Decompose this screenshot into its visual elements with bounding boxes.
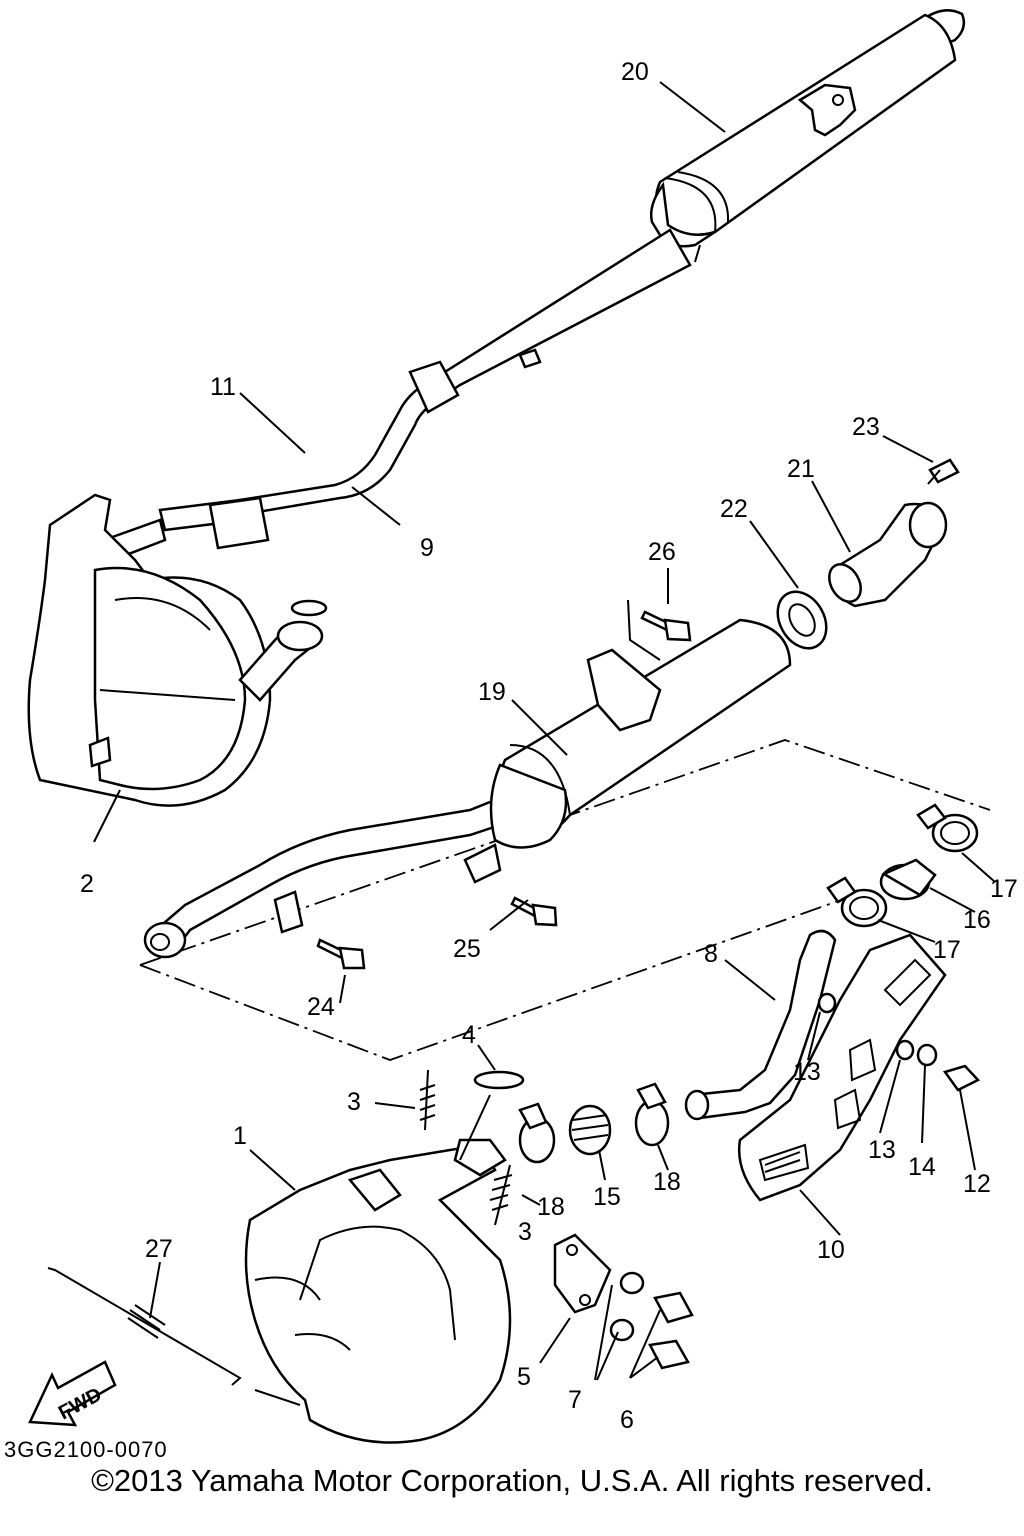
callout-10: 10 — [817, 1236, 845, 1264]
copyright-notice: ©2013 Yamaha Motor Corporation, U.S.A. A… — [91, 1463, 933, 1498]
callout-17-upper: 17 — [990, 875, 1018, 903]
muffler-19-group — [139, 458, 991, 1061]
callout-1: 1 — [233, 1122, 247, 1150]
callout-11: 11 — [210, 373, 236, 401]
bolt-25 — [510, 896, 558, 927]
callout-23: 23 — [852, 413, 880, 441]
callout-12: 12 — [963, 1170, 991, 1198]
callout-25: 25 — [453, 935, 481, 963]
leader-lines — [93, 81, 996, 1406]
callout-2: 2 — [80, 870, 94, 898]
callout-9: 9 — [420, 534, 434, 562]
diagram-code: 3GG2100-0070 — [4, 1437, 168, 1462]
callout-6: 6 — [620, 1406, 634, 1434]
callout-21: 21 — [787, 455, 815, 483]
callout-7: 7 — [568, 1386, 582, 1414]
callout-14: 14 — [908, 1153, 936, 1181]
callout-27: 27 — [145, 1235, 173, 1263]
bolt-26 — [640, 610, 692, 642]
callout-17-lower: 17 — [933, 936, 961, 964]
callout-5: 5 — [517, 1363, 531, 1391]
lower-exhaust-assembly — [28, 929, 981, 1444]
callout-13-left: 13 — [793, 1058, 821, 1086]
upper-exhaust-assembly — [27, 9, 966, 807]
callout-13-right: 13 — [868, 1136, 896, 1164]
callout-16: 16 — [963, 906, 991, 934]
callout-22: 22 — [720, 495, 748, 523]
callout-18-left: 18 — [537, 1193, 565, 1221]
bolt-24 — [316, 938, 366, 970]
callout-3-lower: 3 — [518, 1218, 532, 1246]
callout-3-upper: 3 — [347, 1088, 361, 1116]
callout-24: 24 — [307, 993, 335, 1021]
callout-15: 15 — [593, 1183, 621, 1211]
callout-20: 20 — [621, 58, 649, 86]
callout-26: 26 — [648, 538, 676, 566]
callout-18-right: 18 — [653, 1168, 681, 1196]
fwd-arrow-icon — [28, 1360, 117, 1427]
callout-19: 19 — [478, 678, 506, 706]
callout-4: 4 — [462, 1021, 476, 1049]
callout-8: 8 — [704, 940, 718, 968]
